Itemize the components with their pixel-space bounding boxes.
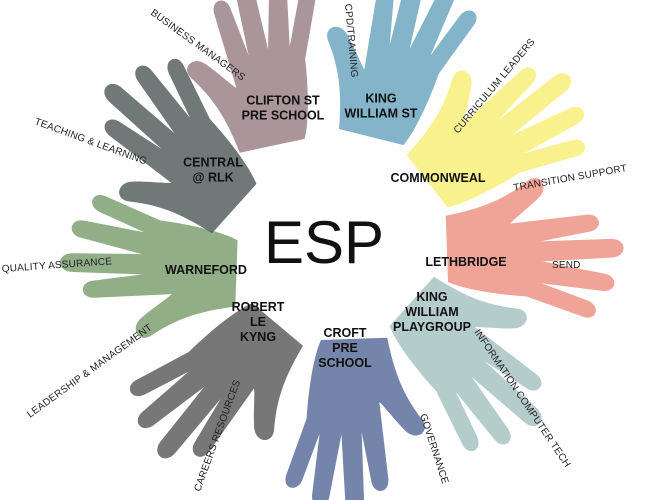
hand-label-line: COMMONWEAL [390,171,485,185]
hand-label-line: CROFT [323,326,366,340]
hand-label-lethbridge: LETHBRIDGE [425,255,506,269]
outer-label: SEND [552,260,581,271]
outer-label: LEADERSHIP & MANAGEMENT [25,322,154,420]
hand-label-line: WILLIAM [405,305,458,319]
hand-label-line: CLIFTON ST [246,94,320,108]
hand-label-commonweal: COMMONWEAL [390,171,485,185]
hand-label-line: KING [416,290,447,304]
hand-label-line: LE [250,315,266,329]
hand-label-line: WILLIAM ST [345,107,418,121]
center-title: ESP [264,209,384,276]
hand-label-line: KYNG [240,330,276,344]
hand-label-warneford: WARNEFORD [165,263,247,277]
hand-label-line: SCHOOL [318,356,372,370]
hand-label-line: LETHBRIDGE [425,255,506,269]
hand-label-line: KING [365,92,396,106]
hand-label-line: PLAYGROUP [393,320,471,334]
outer-label: GOVERNANCE [417,413,450,486]
hand-label-line: PRE [332,341,358,355]
hand-label-line: PRE SCHOOL [242,109,325,123]
hand-label-central: CENTRAL@ RLK [183,156,243,185]
hand-label-line: WARNEFORD [165,263,247,277]
hand-label-line: CENTRAL [183,156,243,170]
hand-label-line: @ RLK [192,171,233,185]
center-disc [262,183,382,303]
hand-label-line: ROBERT [232,300,285,314]
